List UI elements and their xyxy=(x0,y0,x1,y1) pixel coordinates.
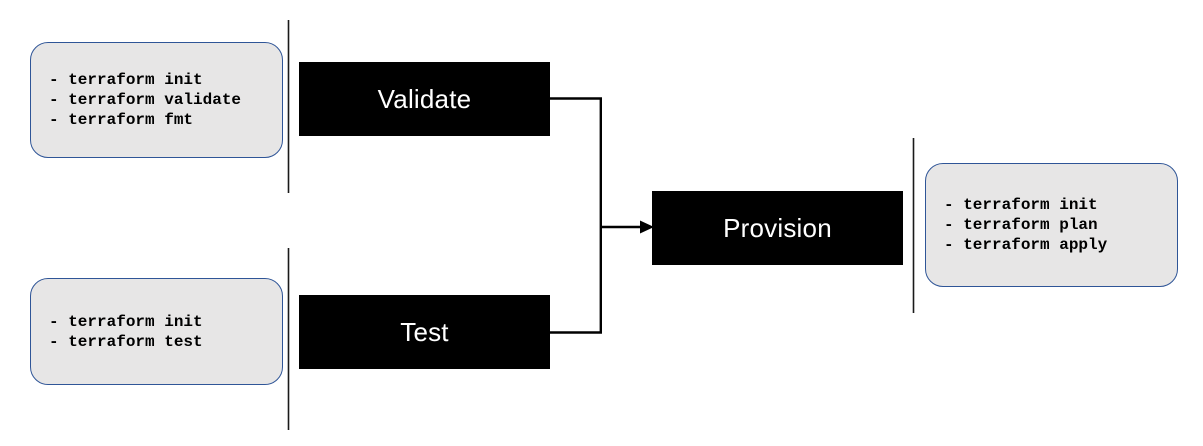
stage-provision-label: Provision xyxy=(723,212,832,243)
stage-validate: Validate xyxy=(299,62,550,136)
command-line: - terraform apply xyxy=(944,236,1108,254)
stage-test: Test xyxy=(299,295,550,369)
command-line: - terraform plan xyxy=(944,216,1098,234)
provision-commands-note: - terraform init - terraform plan - terr… xyxy=(925,163,1178,287)
command-line: - terraform init xyxy=(49,312,203,331)
stage-validate-label: Validate xyxy=(377,83,472,114)
command-line: - terraform init xyxy=(49,71,203,89)
stage-provision: Provision xyxy=(652,191,903,265)
command-line: - terraform validate xyxy=(49,91,242,109)
test-commands-note: - terraform init - terraform test xyxy=(30,278,283,385)
command-line: - terraform test xyxy=(49,332,203,351)
command-line: - terraform fmt xyxy=(49,111,194,129)
command-line: - terraform init xyxy=(944,196,1098,214)
validate-commands-note: - terraform init - terraform validate - … xyxy=(30,42,283,158)
stage-test-label: Test xyxy=(400,316,449,347)
